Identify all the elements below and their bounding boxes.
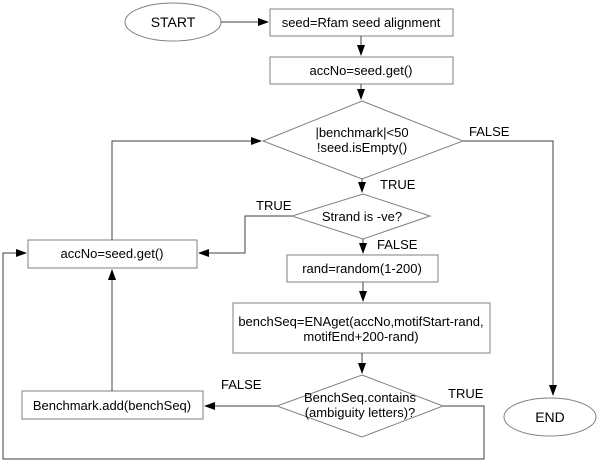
contains-line2: (ambiguity letters)? xyxy=(305,405,416,420)
benchmark-check-line2: !seed.isEmpty() xyxy=(317,140,407,155)
rand-box xyxy=(286,254,439,283)
benchseq-line2: motifEnd+200-rand) xyxy=(303,329,418,344)
strand-false-label: FALSE xyxy=(377,237,418,252)
benchseq-box xyxy=(232,302,491,354)
check-true-label: TRUE xyxy=(380,177,416,192)
shapes xyxy=(21,2,597,438)
edge-strand-true-to-accno-left xyxy=(198,215,292,257)
labels: START seed=Rfam seed alignment accNo=see… xyxy=(33,14,565,425)
accno-top-box xyxy=(269,56,454,85)
edge-check-false-to-end xyxy=(463,140,557,396)
seed-alignment-box xyxy=(269,8,454,37)
start-label: START xyxy=(151,14,196,30)
accno-top-label: accNo=seed.get() xyxy=(310,63,413,78)
edges xyxy=(2,18,557,460)
benchmark-add-box xyxy=(21,390,204,420)
benchmark-add-label: Benchmark.add(benchSeq) xyxy=(33,398,191,413)
strand-label: Strand is -ve? xyxy=(322,209,402,224)
edge-accno-left-to-check xyxy=(111,137,262,240)
contains-line1: BenchSeq.contains xyxy=(304,390,417,405)
edge-contains-true-loop-to-accno-left xyxy=(2,249,485,460)
rand-label: rand=random(1-200) xyxy=(302,261,422,276)
end-terminal xyxy=(503,397,597,437)
contains-false-label: FALSE xyxy=(221,377,262,392)
end-label: END xyxy=(535,409,565,425)
benchmark-check-line1: |benchmark|<50 xyxy=(315,125,408,140)
contains-diamond xyxy=(275,374,445,438)
seed-alignment-label: seed=Rfam seed alignment xyxy=(282,15,441,30)
accno-left-label: accNo=seed.get() xyxy=(61,246,164,261)
accno-left-box xyxy=(27,239,198,269)
check-false-label: FALSE xyxy=(469,124,510,139)
strand-true-label: TRUE xyxy=(256,198,292,213)
contains-true-label: TRUE xyxy=(448,386,484,401)
benchseq-line1: benchSeq=ENAget(accNo,motifStart-rand, xyxy=(238,314,483,329)
